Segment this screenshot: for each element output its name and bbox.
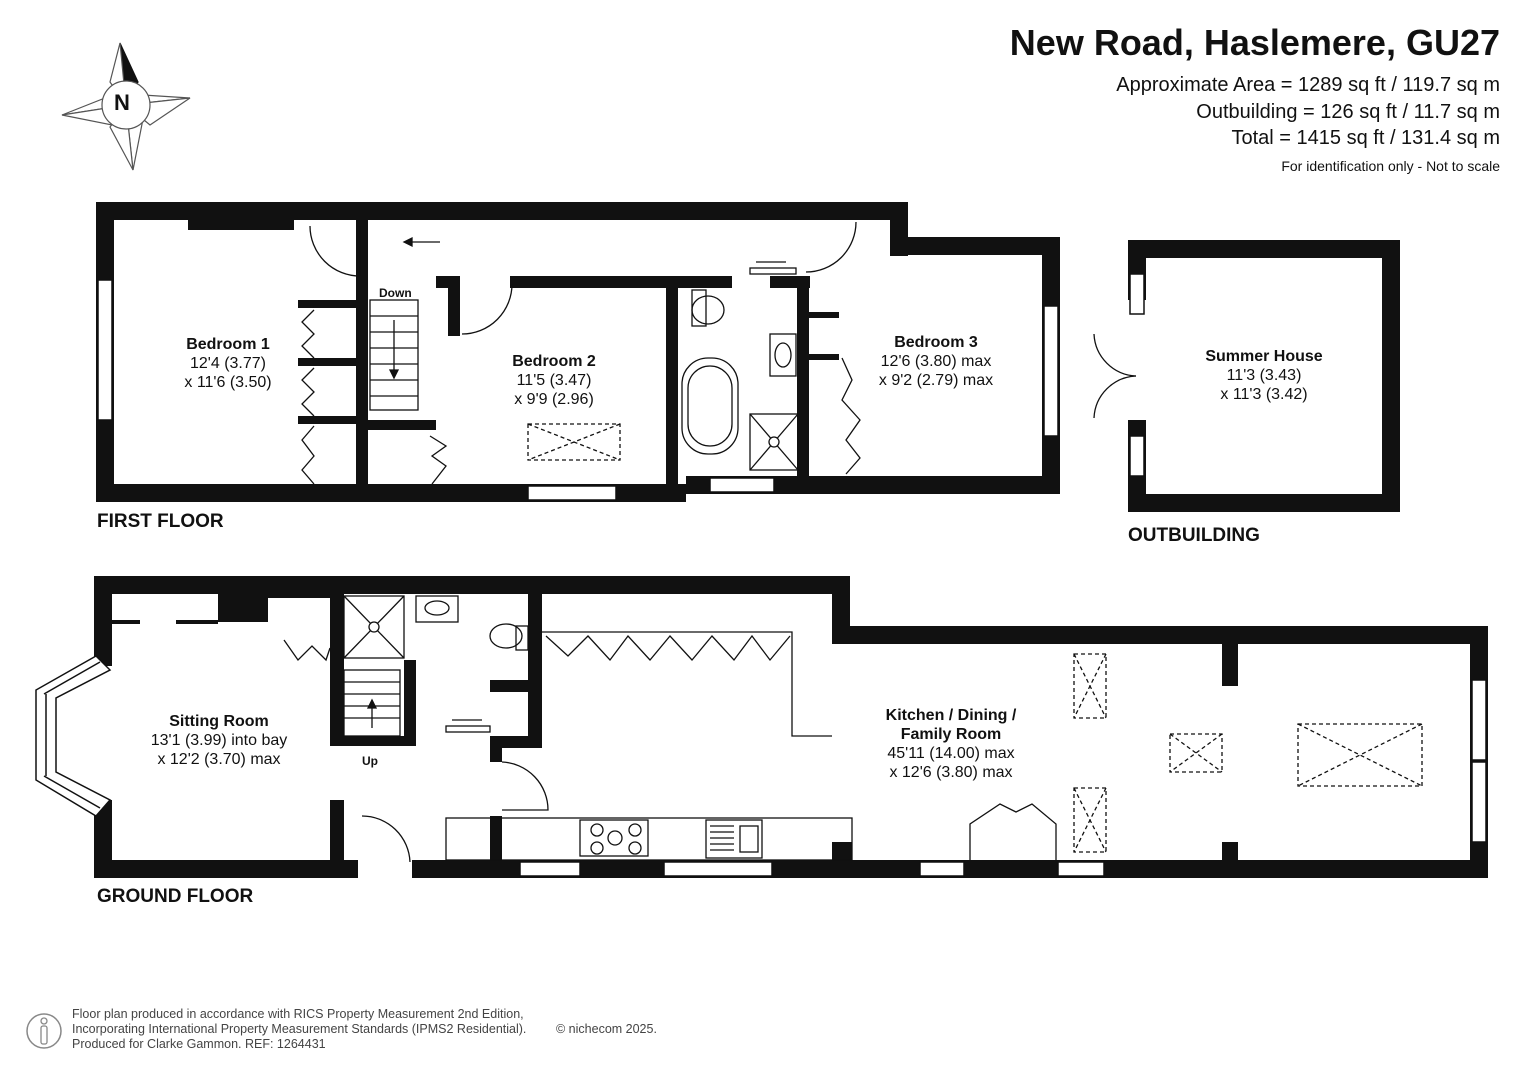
outbuilding-doors [1093,273,1148,477]
room-name: Bedroom 3 [894,334,978,351]
room-name-line2: Family Room [900,726,1002,743]
stairs-down-label: Down [379,286,412,300]
room-dimension: x 12'2 (3.70) max [157,751,281,768]
room-sitting-room: Sitting Room 13'1 (3.99) into bay x 12'2… [151,712,287,769]
room-kitchen-dining-family: Kitchen / Dining / Family Room 45'11 (14… [886,706,1017,782]
room-dimension: x 9'9 (2.96) [514,391,594,408]
footer-line-1: Floor plan produced in accordance with R… [72,1007,524,1021]
approx-area: Approximate Area = 1289 sq ft / 119.7 sq… [1116,74,1500,96]
ground-floor-walls [94,576,1488,878]
room-dimension: x 12'6 (3.80) max [889,764,1013,781]
footer-credits: Floor plan produced in accordance with R… [72,1007,657,1052]
footer-copyright: © nichecom 2025. [556,1022,657,1036]
room-dimension: x 11'6 (3.50) [184,374,272,391]
compass-rose-icon [61,42,191,171]
footer-line-2: Incorporating International Property Mea… [72,1022,527,1036]
stairs-up-label: Up [362,754,378,768]
room-name: Sitting Room [169,713,269,730]
footer-line-3: Produced for Clarke Gammon. REF: 1264431 [72,1037,326,1051]
room-bedroom-1: Bedroom 1 12'4 (3.77) x 11'6 (3.50) [184,335,271,392]
outbuilding-area: Outbuilding = 126 sq ft / 11.7 sq m [1196,101,1500,123]
room-dimension: x 9'2 (2.79) max [878,372,994,389]
room-dimension: 11'5 (3.47) [516,372,592,389]
room-bedroom-2: Bedroom 2 11'5 (3.47) x 9'9 (2.96) [512,352,596,409]
room-dimension: 13'1 (3.99) into bay [150,732,288,749]
disclaimer: For identification only - Not to scale [1281,158,1500,174]
first-floor-windows [97,279,1059,501]
total-area: Total = 1415 sq ft / 131.4 sq m [1231,127,1501,149]
room-name: Kitchen / Dining / [885,707,1017,724]
room-name: Bedroom 1 [186,336,270,353]
room-bedroom-3: Bedroom 3 12'6 (3.80) max x 9'2 (2.79) m… [879,333,993,390]
property-title: New Road, Haslemere, GU27 [1009,22,1500,63]
outbuilding-label: OUTBUILDING [1128,525,1260,546]
room-dimension: 11'3 (3.43) [1226,367,1302,384]
ground-floor-label: GROUND FLOOR [97,886,254,907]
room-dimension: 45'11 (14.00) max [887,745,1015,762]
first-floor-label: FIRST FLOOR [97,511,224,532]
person-scale-icon [26,1013,62,1049]
first-floor-fixtures [301,221,861,485]
compass-north-label: N [114,90,130,115]
ground-floor-windows [35,655,1487,877]
room-dimension: 12'4 (3.77) [190,355,266,372]
ground-floor-fixtures [283,595,1423,863]
room-dimension: x 11'3 (3.42) [1220,386,1308,403]
room-summer-house: Summer House 11'3 (3.43) x 11'3 (3.42) [1205,347,1322,404]
room-dimension: 12'6 (3.80) max [880,353,992,370]
room-name: Summer House [1205,348,1323,365]
room-name: Bedroom 2 [512,353,596,370]
